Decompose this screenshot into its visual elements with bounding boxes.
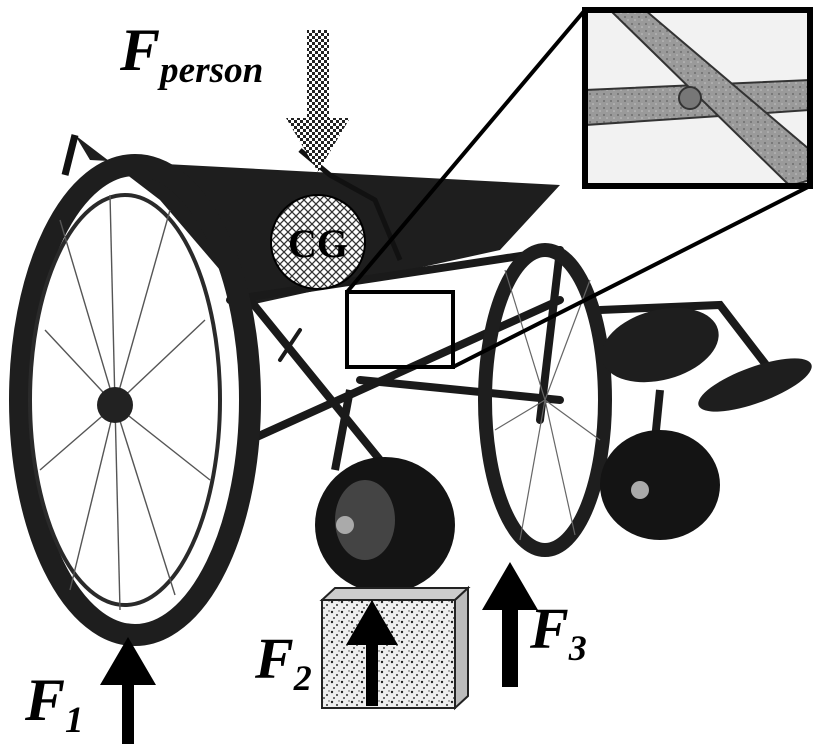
- front-caster-right: [600, 389, 720, 540]
- center-of-gravity-marker: CG: [270, 194, 366, 290]
- label-f-person: Fperson: [120, 17, 264, 91]
- footrest: [601, 307, 812, 412]
- joint-highlight-box: [345, 290, 455, 369]
- cg-label: CG: [288, 221, 348, 266]
- zoom-line-top: [345, 8, 587, 294]
- label-f2: F2: [255, 626, 312, 698]
- far-wheel: [478, 243, 612, 557]
- support-block: [319, 585, 471, 711]
- person-force-arrow: [286, 30, 350, 172]
- joint-detail-inset: [582, 7, 813, 189]
- front-caster-left: [315, 389, 455, 593]
- force-arrow-f3: [482, 562, 538, 687]
- zoom-line-bottom: [452, 184, 811, 369]
- force-arrow-f1: [100, 637, 156, 744]
- label-f1: F1: [25, 667, 84, 741]
- rear-wheel: [9, 154, 261, 646]
- label-f3: F3: [530, 596, 587, 668]
- force-arrow-f2: [346, 600, 398, 706]
- wheelchair-frame: [226, 246, 774, 464]
